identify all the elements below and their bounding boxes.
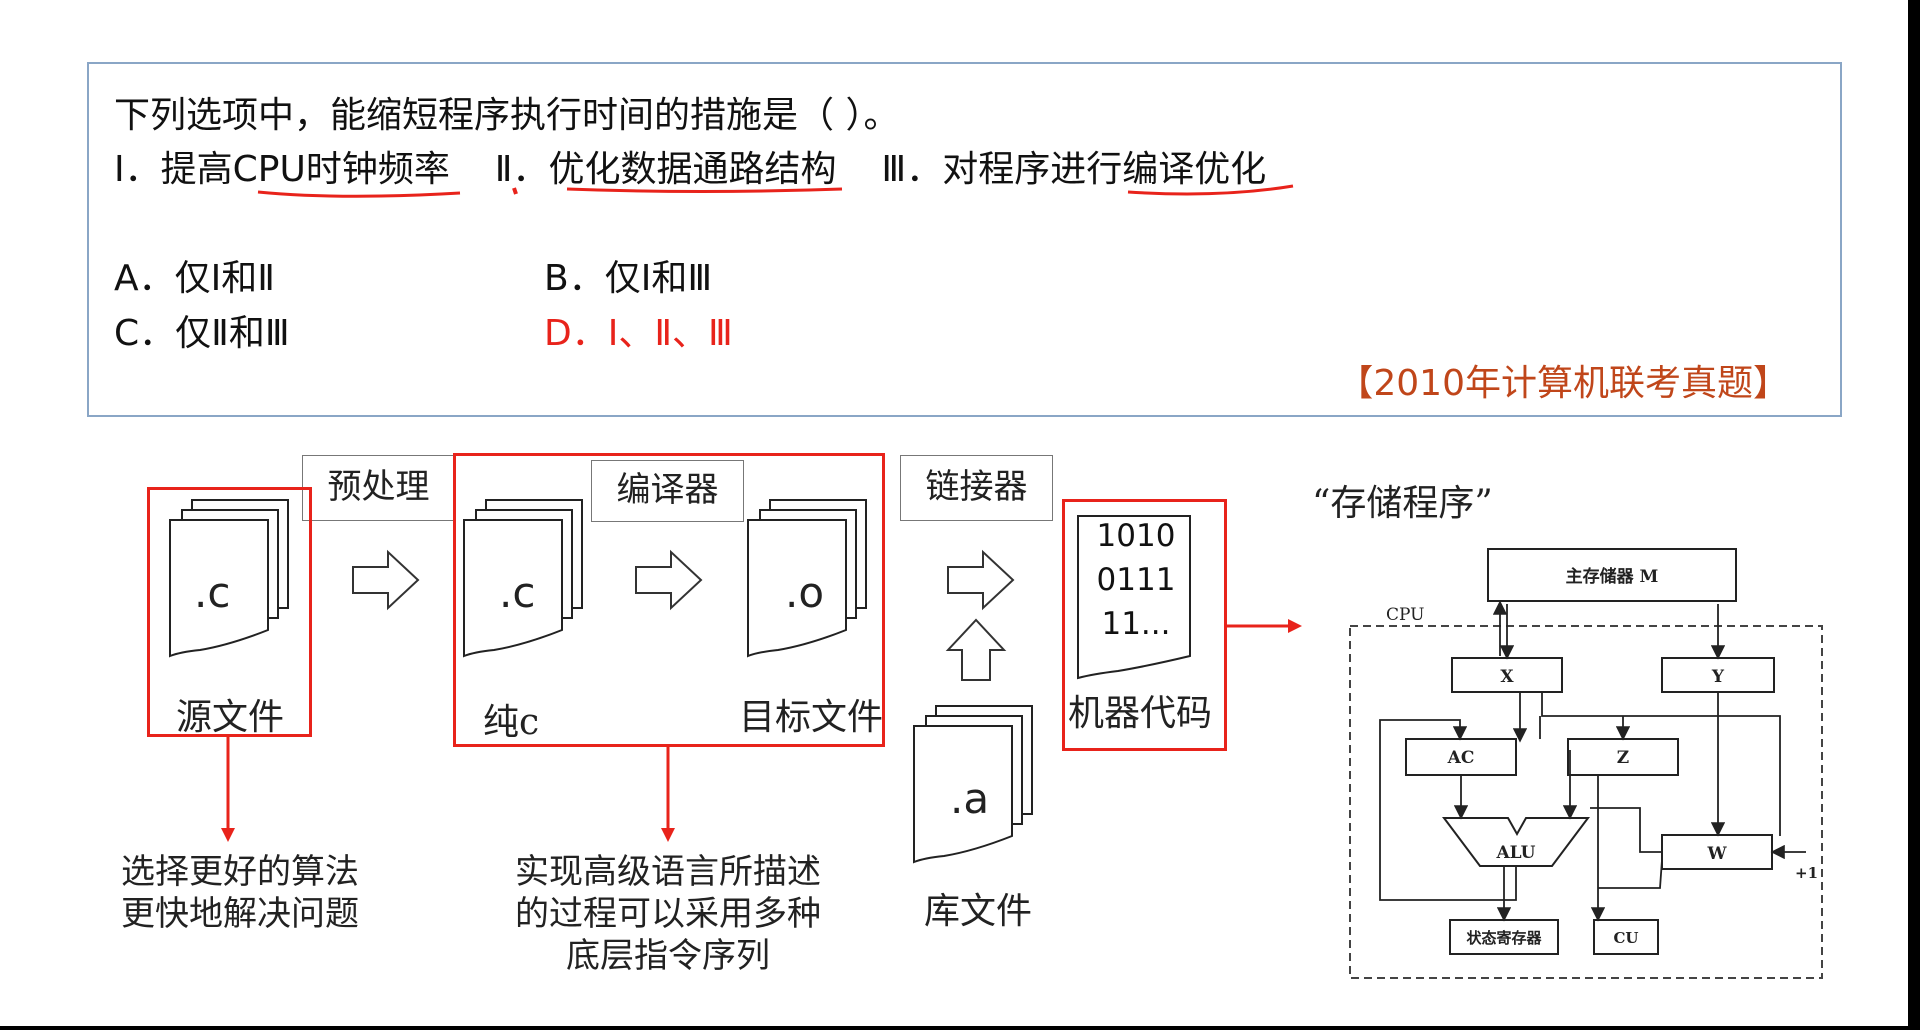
source-file-ext: .c [194, 568, 231, 617]
svg-text:Y: Y [1711, 667, 1725, 687]
svg-text:+1: +1 [1795, 864, 1818, 882]
svg-text:CU: CU [1613, 929, 1638, 947]
pure-c-label: 纯c [483, 702, 540, 743]
option-b[interactable]: B．仅Ⅰ和Ⅲ [544, 258, 713, 299]
screen-border-right [1908, 0, 1920, 1030]
memory-box [1487, 548, 1737, 602]
question-box: 下列选项中，能缩短程序执行时间的措施是（ ）。 Ⅰ．提高CPU时钟频率 Ⅱ．优化… [87, 62, 1842, 417]
item-3: Ⅲ．对程序进行编译优化 [881, 149, 1267, 190]
pure-c-file-icon [463, 499, 583, 658]
alu-unit [1442, 817, 1590, 867]
option-c[interactable]: C．仅Ⅱ和Ⅲ [114, 313, 290, 354]
compile-stage-highlight [453, 453, 885, 747]
source-file-icon [169, 499, 289, 658]
tick-mark [512, 187, 518, 195]
linker-label: 链接器 [900, 455, 1053, 521]
control-unit [1593, 919, 1659, 955]
object-file-icon [747, 499, 867, 658]
svg-text:ALU: ALU [1495, 843, 1535, 863]
arrow-right-icon [352, 549, 1015, 611]
z-register [1567, 738, 1679, 776]
object-ext: .o [785, 568, 825, 617]
screen-border-bottom [0, 1026, 1920, 1030]
option-d[interactable]: D．Ⅰ、Ⅱ、Ⅲ [544, 313, 733, 354]
pure-c-ext: .c [499, 568, 536, 617]
svg-text:W: W [1706, 844, 1727, 864]
machine-code-highlight [1062, 499, 1227, 751]
library-file-label: 库文件 [924, 891, 1033, 932]
svg-text:Z: Z [1617, 748, 1629, 768]
source-file-highlight [147, 487, 312, 737]
object-file-label: 目标文件 [739, 697, 884, 738]
machine-code-text: 1010 0111 11... [1096, 518, 1176, 642]
desc-compiler: 实现高级语言所描述 的过程可以采用多种 底层指令序列 [515, 852, 821, 976]
item-2: Ⅱ．优化数据通路结构 [494, 149, 837, 190]
item-1: Ⅰ．提高CPU时钟频率 [114, 149, 450, 190]
cpu-label: CPU [1386, 605, 1424, 625]
svg-text:AC: AC [1447, 748, 1475, 768]
machine-code-icon [1077, 515, 1191, 680]
option-a[interactable]: A．仅Ⅰ和Ⅱ [114, 258, 275, 299]
cpu-boundary [1349, 625, 1823, 979]
stored-program-label: “存储程序” [1312, 483, 1493, 524]
underline-item-2 [566, 187, 843, 193]
underline-item-3 [1127, 184, 1294, 196]
compiler-label: 编译器 [591, 460, 744, 522]
red-connectors [221, 619, 1302, 842]
source-label: 【2010年计算机联考真题】 [1337, 363, 1789, 404]
underline-item-1 [257, 190, 461, 198]
svg-text:X: X [1500, 667, 1514, 687]
question-stem: 下列选项中，能缩短程序执行时间的措施是（ ）。 [114, 95, 900, 136]
preprocess-label: 预处理 [302, 455, 455, 521]
desc-algorithm: 选择更好的算法 更快地解决问题 [121, 852, 359, 934]
question-items: Ⅰ．提高CPU时钟频率 Ⅱ．优化数据通路结构 Ⅲ．对程序进行编译优化 [114, 140, 1266, 192]
svg-text:状态寄存器: 状态寄存器 [1466, 929, 1542, 947]
library-ext: .a [950, 774, 990, 823]
source-file-label: 源文件 [176, 697, 285, 738]
memory-label: 主存储器 M [1566, 566, 1659, 587]
datapath-lines [1379, 600, 1806, 922]
library-file-icon [913, 705, 1033, 864]
machine-code-label: 机器代码 [1068, 693, 1213, 734]
arrow-up-icon [945, 618, 1007, 681]
